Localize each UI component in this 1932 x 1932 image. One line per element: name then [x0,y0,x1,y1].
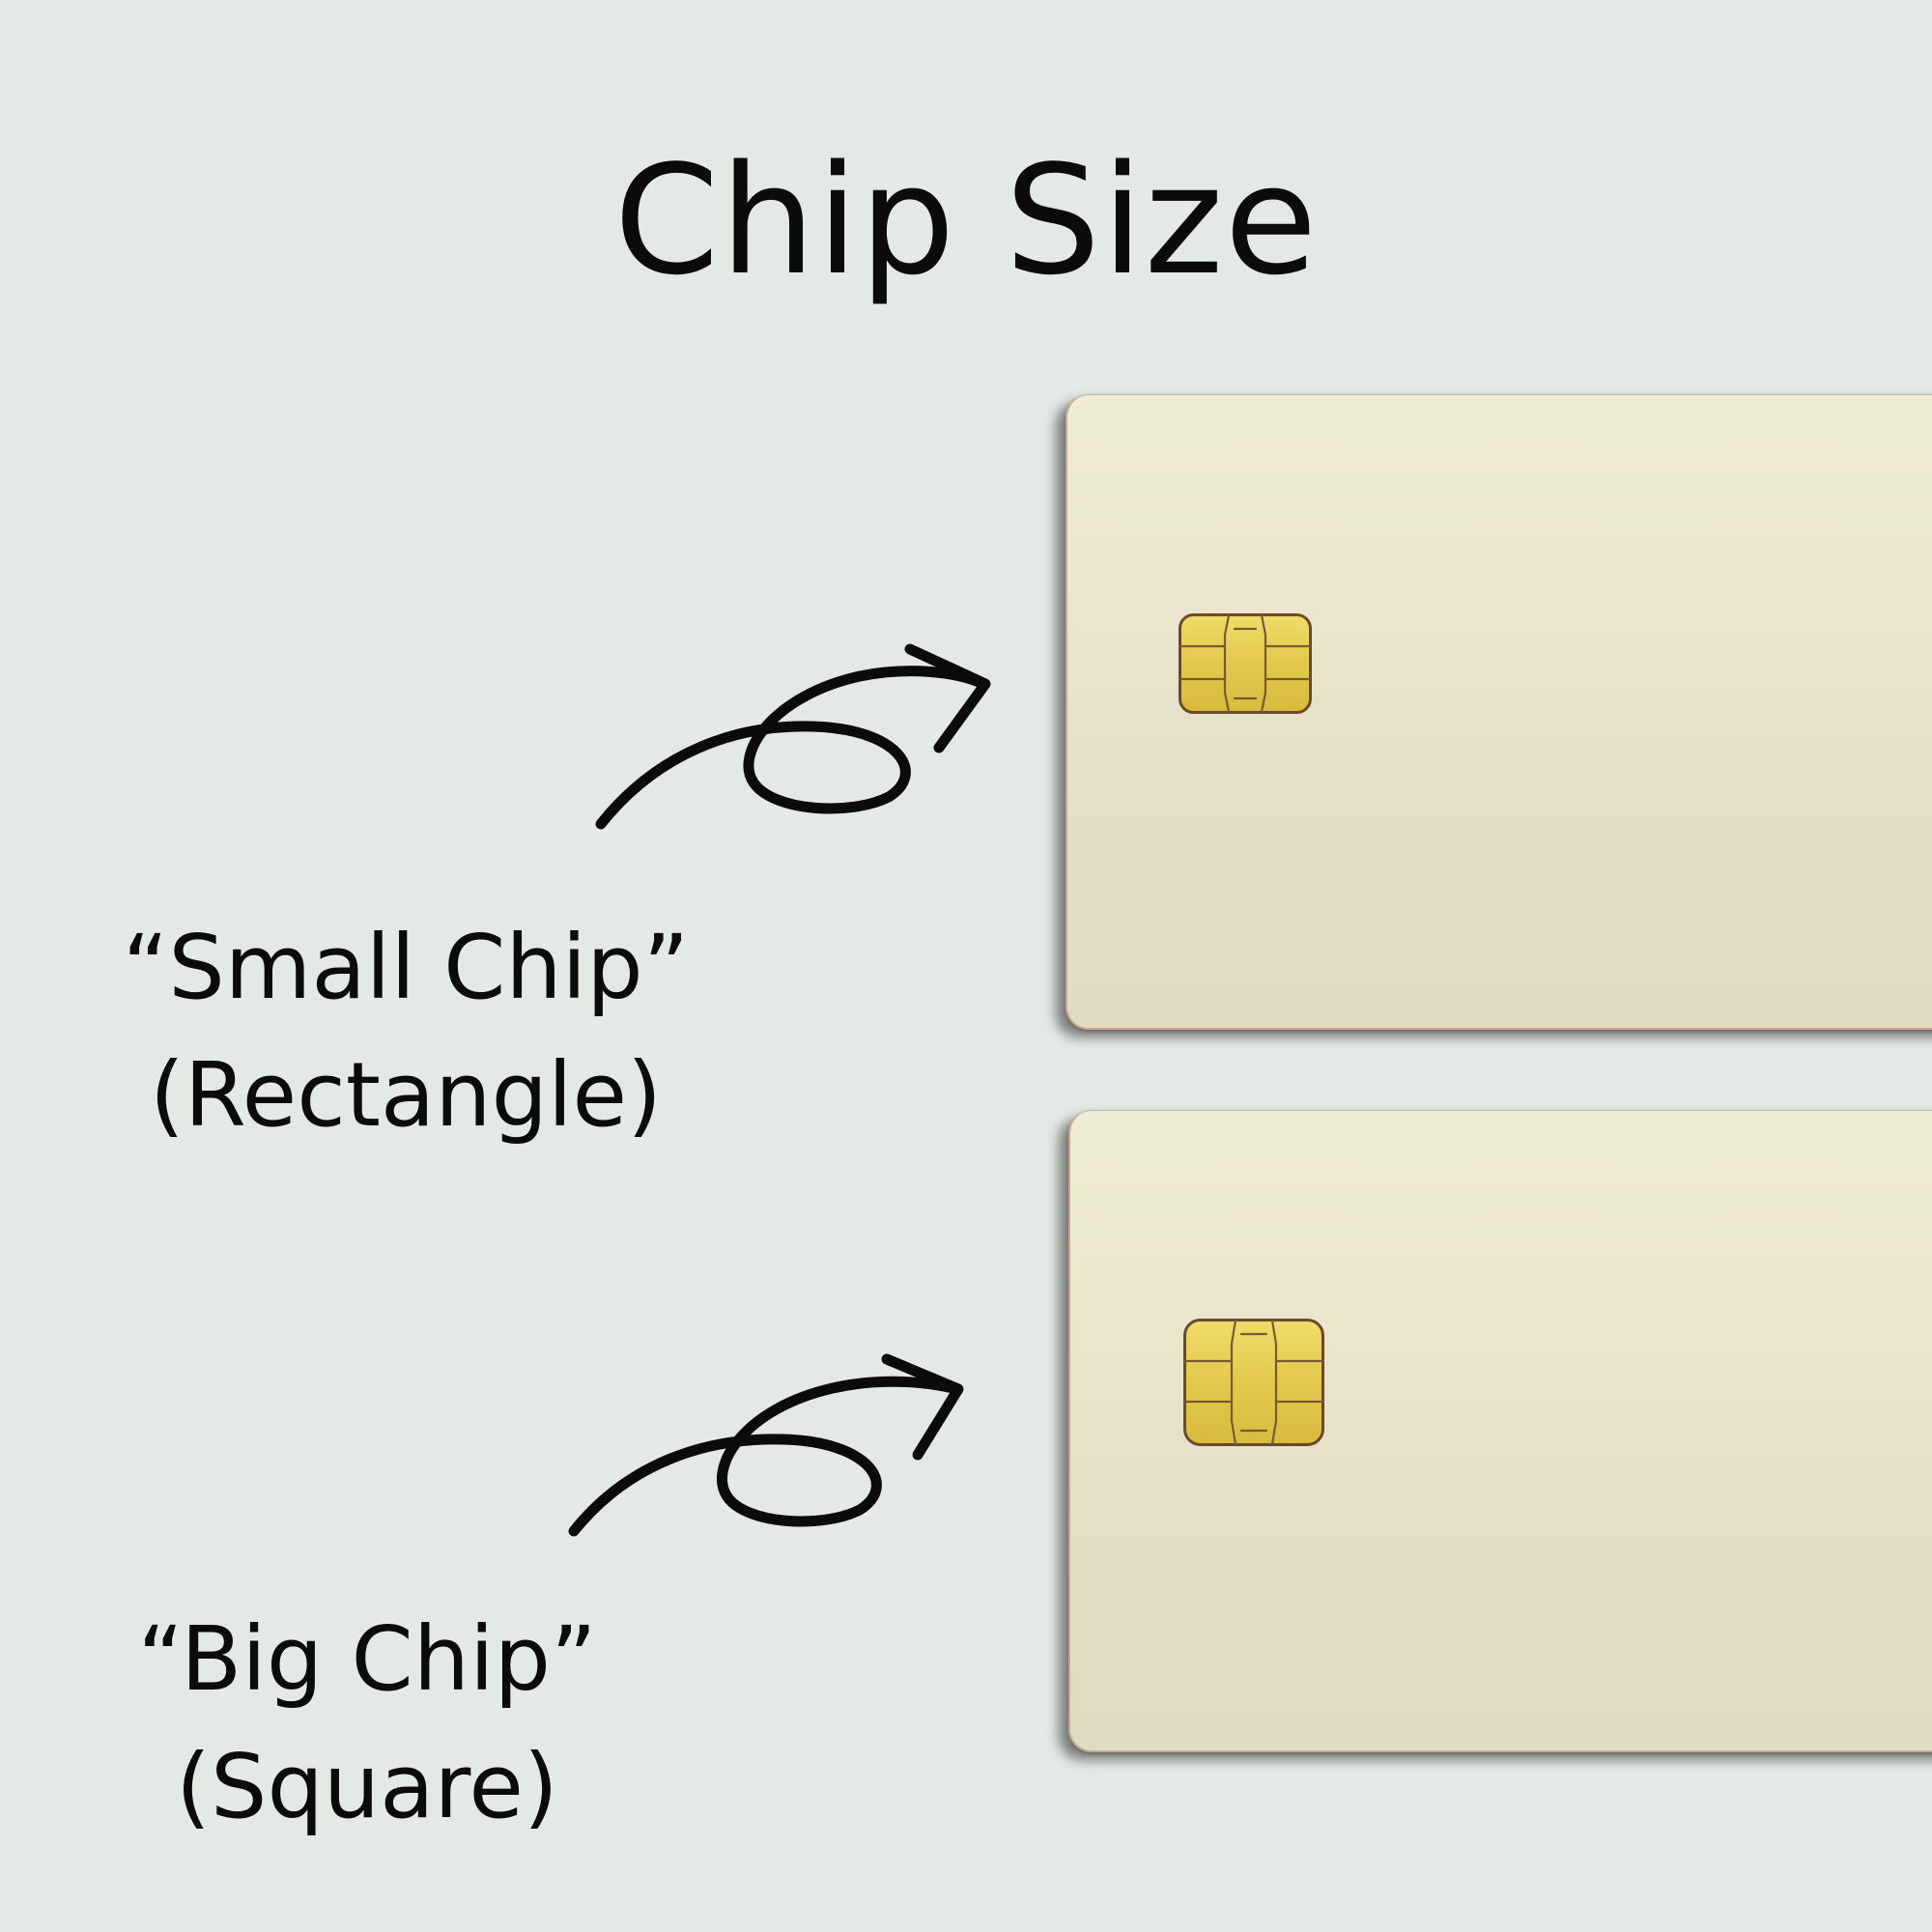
small-chip-name: “Small Chip” [122,916,690,1019]
big-chip-label: “Big Chip” (Square) [87,1596,647,1851]
small-chip-shape: (Rectangle) [149,1043,663,1147]
card-big-chip [1068,1110,1932,1752]
page-title: Chip Size [613,132,1319,308]
big-chip-icon [1183,1319,1324,1446]
small-chip-label: “Small Chip” (Rectangle) [97,904,715,1159]
big-chip-name: “Big Chip” [137,1607,597,1711]
big-chip-shape: (Square) [176,1735,558,1838]
small-chip-icon [1179,613,1312,714]
card-small-chip [1065,394,1932,1030]
